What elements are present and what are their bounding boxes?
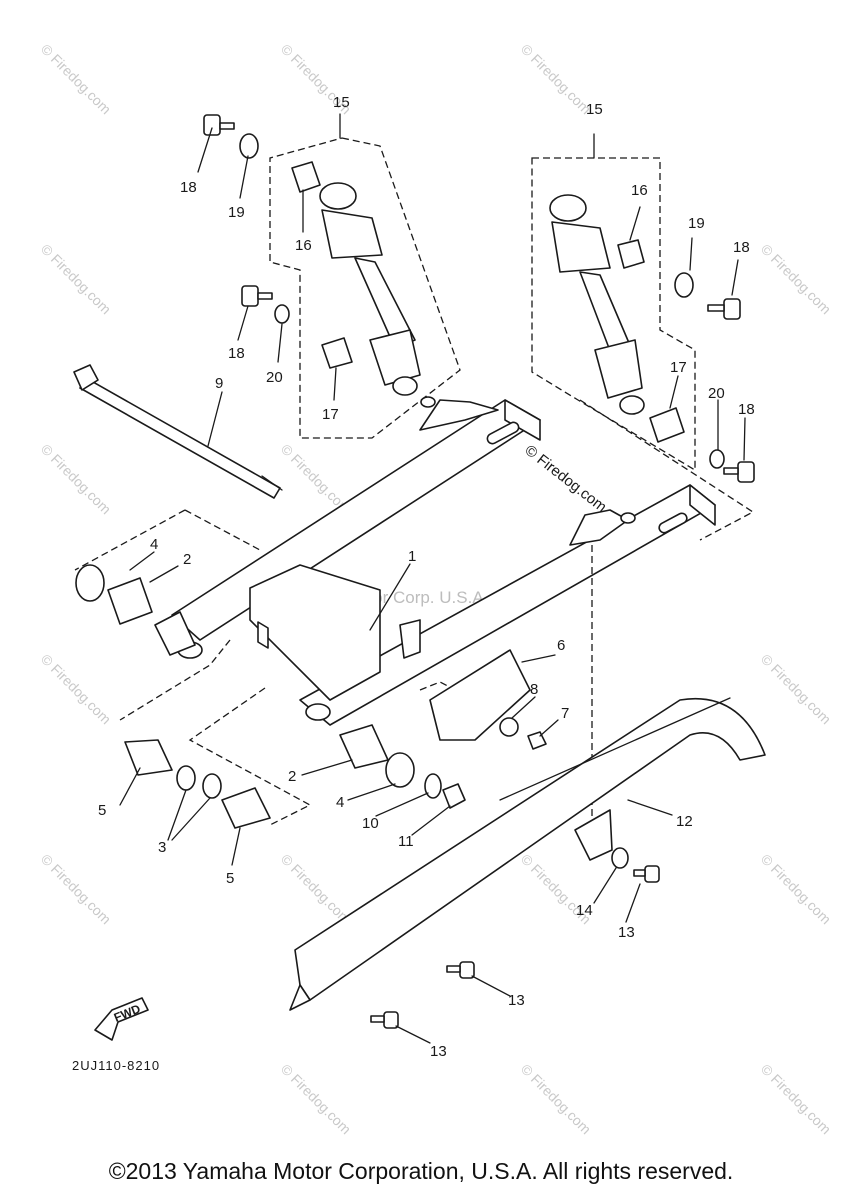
washer-14 (611, 847, 629, 869)
watermark-tile: © Firedog.com (38, 651, 114, 727)
callout-3: 3 (158, 839, 166, 856)
shock-assembly-box-left (269, 137, 461, 439)
collar-left (154, 611, 196, 656)
explode-guide-left (74, 509, 261, 721)
leader-lines (119, 113, 746, 1044)
callout-19-right: 19 (688, 215, 705, 232)
callout-7: 7 (561, 705, 569, 722)
bolt-18-mid-right (707, 298, 741, 320)
shock-absorber-left (319, 182, 421, 396)
bolt-7 (527, 731, 547, 750)
shock-bush-16-left (291, 161, 321, 193)
callout-13-mid: 13 (508, 992, 525, 1009)
callout-16-left: 16 (295, 237, 312, 254)
callout-5-left: 5 (98, 802, 106, 819)
callout-17-left: 17 (322, 406, 339, 423)
callout-11: 11 (398, 833, 414, 850)
bush-2-left (107, 577, 153, 625)
swing-arm (171, 396, 716, 726)
bolt-18-low-right (723, 461, 755, 483)
watermark-tile: © Firedog.com (758, 241, 834, 317)
washer-10 (424, 773, 442, 799)
callout-13-low: 13 (430, 1043, 447, 1060)
callout-18-mid-right: 18 (733, 239, 750, 256)
washer-3-b (202, 773, 222, 799)
watermark-tile: © Firedog.com (758, 1061, 834, 1137)
screw-13-mid (446, 961, 475, 979)
watermark-tile: © Firedog.com (278, 851, 354, 927)
callout-6: 6 (557, 637, 565, 654)
diagram-code: 2UJ110-8210 (72, 1058, 160, 1073)
callout-17-right: 17 (670, 359, 687, 376)
callout-15-right: 15 (586, 101, 603, 118)
shock-bush-17-left (321, 337, 353, 369)
screw-13-low (370, 1011, 399, 1029)
callout-13-right: 13 (618, 924, 635, 941)
callout-20-right: 20 (708, 385, 725, 402)
explode-guide-right (579, 399, 755, 541)
callout-18-top-left: 18 (180, 179, 197, 196)
washer-3-a (176, 765, 196, 791)
washer-19-top-left (239, 133, 259, 159)
callout-20-left: 20 (266, 369, 283, 386)
shock-bush-17-right (649, 407, 685, 443)
watermark-side: © Firedog.com (522, 442, 610, 516)
chain-guide-6 (429, 649, 531, 741)
callout-12: 12 (676, 813, 693, 830)
shock-bush-16-right (617, 239, 645, 269)
bolt-18-mid-left (241, 285, 273, 307)
oil-seal-4-lower (385, 752, 415, 788)
watermark-tile: © Firedog.com (38, 851, 114, 927)
callout-19-top-left: 19 (228, 204, 245, 221)
washer-20-left (274, 304, 290, 324)
callout-18-low-right: 18 (738, 401, 755, 418)
pivot-shaft (73, 364, 283, 499)
shock-assembly-box-right (531, 157, 696, 472)
chain-guard (289, 697, 766, 1011)
callouts: 15 15 18 19 16 16 19 18 18 20 17 17 20 1… (98, 94, 755, 1060)
fwd-arrow-icon: FWD (94, 997, 149, 1041)
callout-10: 10 (362, 815, 379, 832)
callout-2-left: 2 (183, 551, 191, 568)
washer-8 (499, 717, 519, 737)
nut-11 (442, 783, 466, 809)
watermark-tile: © Firedog.com (758, 651, 834, 727)
watermark-tile: © Firedog.com (38, 241, 114, 317)
callout-18-mid-left: 18 (228, 345, 245, 362)
screw-13-right (633, 865, 660, 883)
copyright-notice: ©2013 Yamaha Motor Corporation, U.S.A. A… (108, 1158, 734, 1184)
watermark-tile: © Firedog.com (758, 851, 834, 927)
callout-16-right: 16 (631, 182, 648, 199)
shock-absorber-right (549, 194, 645, 415)
callout-2-lower: 2 (288, 768, 296, 785)
watermark-tile: © Firedog.com (278, 1061, 354, 1137)
callout-9: 9 (215, 375, 223, 392)
watermark-tile: © Firedog.com (38, 441, 114, 517)
oil-seal-4-left (75, 564, 105, 602)
callout-5-right: 5 (226, 870, 234, 887)
callout-14: 14 (576, 902, 593, 919)
collar-5-left (124, 739, 173, 776)
washer-20-right (709, 449, 725, 469)
washer-19-right (674, 272, 694, 298)
callout-1: 1 (408, 548, 416, 565)
callout-15-left: 15 (333, 94, 350, 111)
watermark-tile: © Firedog.com (518, 1061, 594, 1137)
watermark-tile: © Firedog.com (518, 41, 594, 117)
fwd-label: FWD (112, 1001, 143, 1024)
callout-4-lower: 4 (336, 794, 344, 811)
callout-4-left: 4 (150, 536, 158, 553)
bolt-18-top-left (203, 114, 235, 136)
callout-8: 8 (530, 681, 538, 698)
watermark-tile: © Firedog.com (38, 41, 114, 117)
collar-5-right (221, 787, 271, 829)
